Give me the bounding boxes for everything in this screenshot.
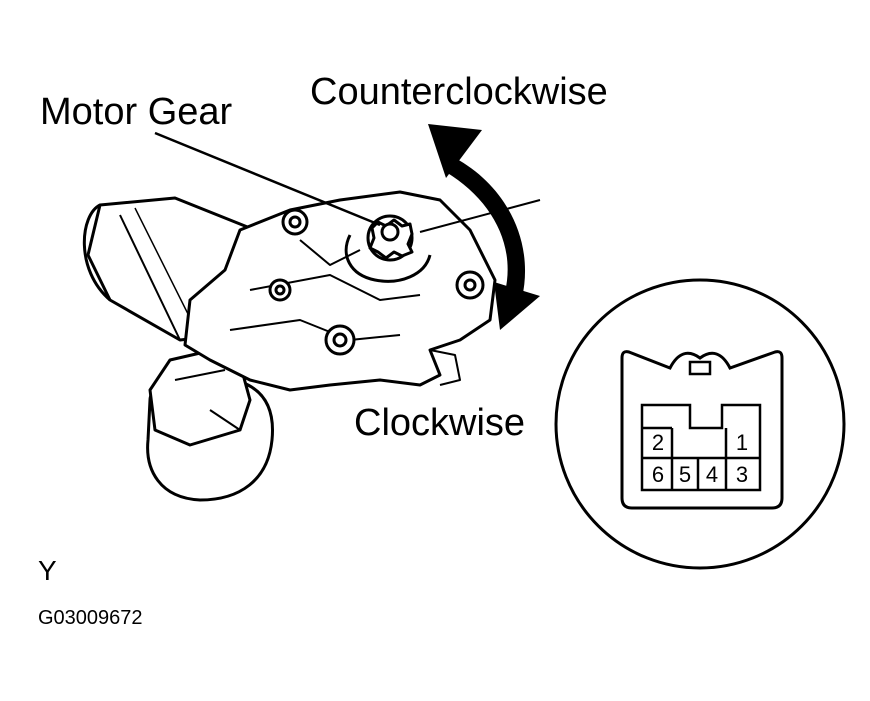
pin-label: 1 <box>736 430 748 455</box>
pin-label: 3 <box>736 462 748 487</box>
view-label: Y <box>38 555 57 586</box>
motor-gear <box>366 214 414 262</box>
pin-label: 4 <box>706 462 718 487</box>
motor-gear-label: Motor Gear <box>40 91 233 133</box>
counterclockwise-arrowhead <box>428 124 482 178</box>
gear-indicator-line <box>419 199 541 233</box>
counterclockwise-label: Counterclockwise <box>310 71 608 113</box>
rotation-arrow <box>428 124 540 330</box>
pin-label: 2 <box>652 430 664 455</box>
connector-pin-numbers: 2 1 6 5 4 3 <box>652 430 748 487</box>
clockwise-label: Clockwise <box>354 402 526 444</box>
connector-view <box>554 278 846 570</box>
motor-gear-leader-line <box>154 131 381 227</box>
pin-label: 5 <box>679 462 691 487</box>
window-regulator-motor <box>82 190 497 502</box>
pin-label: 6 <box>652 462 664 487</box>
figure-code: G03009672 <box>38 607 143 629</box>
clockwise-arrowhead <box>494 282 540 330</box>
